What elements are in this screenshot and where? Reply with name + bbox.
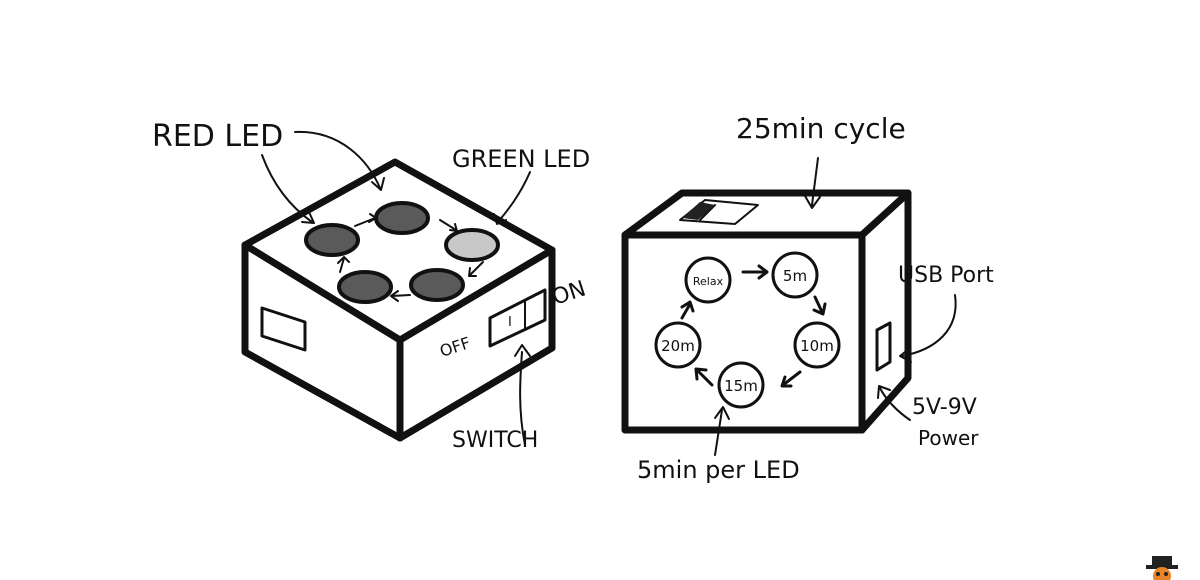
left-device: I — [241, 130, 556, 446]
switch-label: SWITCH — [452, 428, 538, 453]
svg-text:Relax: Relax — [693, 275, 724, 288]
svg-text:20m: 20m — [661, 337, 695, 355]
red-led-right — [409, 268, 465, 302]
green-led — [444, 228, 500, 262]
power-voltage-label: 5V-9V — [912, 395, 977, 420]
cycle-label: 25min cycle — [736, 112, 906, 145]
timer-cycle: Relax 5m 10m 15m 20m — [654, 251, 841, 409]
red-led-bottom — [337, 270, 393, 304]
power-label: Power — [918, 426, 979, 450]
per-led-label: 5min per LED — [637, 456, 800, 484]
timer-step-5m: 5m — [771, 251, 819, 299]
switch-mark-label: I — [508, 315, 512, 330]
svg-text:10m: 10m — [800, 337, 834, 355]
left-box-left-face — [241, 241, 404, 442]
left-box-port — [260, 306, 307, 352]
timer-step-20m: 20m — [654, 321, 702, 369]
power-switch[interactable]: I — [488, 288, 547, 348]
timer-step-relax: Relax — [684, 256, 732, 304]
timer-step-10m: 10m — [793, 321, 841, 369]
usb-port — [875, 321, 892, 372]
timer-arrows — [680, 264, 827, 388]
red-led-label: RED LED — [152, 119, 283, 154]
left-box-right-face — [396, 246, 556, 442]
led-sequence-arrows — [337, 213, 484, 302]
top-switch-fill — [682, 202, 715, 220]
top-switch-divider — [699, 204, 716, 221]
right-device: Relax 5m 10m 15m 20m — [621, 157, 957, 456]
mascot-icon — [1146, 556, 1178, 580]
svg-text:5m: 5m — [783, 267, 807, 285]
red-led-left — [304, 223, 360, 257]
svg-text:15m: 15m — [724, 377, 758, 395]
right-box-side-face — [858, 189, 912, 434]
right-annotation-arrows — [714, 157, 957, 456]
usb-port-label: USB Port — [898, 263, 994, 288]
left-box-top-face — [241, 158, 556, 344]
left-annotation-arrows — [261, 130, 531, 446]
timer-step-15m: 15m — [717, 361, 765, 409]
red-led-top — [374, 201, 430, 235]
green-led-label: GREEN LED — [452, 145, 590, 173]
off-label: OFF — [437, 333, 472, 361]
